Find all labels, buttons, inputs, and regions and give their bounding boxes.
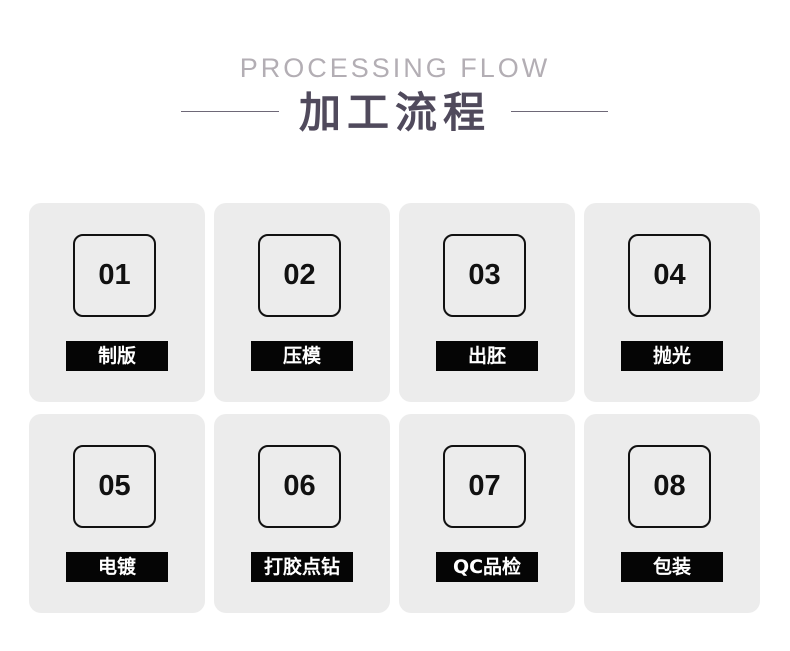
step-label: 打胶点钻 [251, 552, 353, 582]
step-label: 压模 [251, 341, 353, 371]
title-divider-right [511, 111, 608, 112]
process-step-card: 04 抛光 [584, 203, 760, 402]
process-step-card: 02 压模 [214, 203, 390, 402]
process-step-card: 05 电镀 [29, 414, 205, 613]
step-number: 04 [628, 234, 711, 317]
step-number: 07 [443, 445, 526, 528]
process-step-card: 01 制版 [29, 203, 205, 402]
step-label: 电镀 [66, 552, 168, 582]
process-step-card: 07 QC品检 [399, 414, 575, 613]
page-header: PROCESSING FLOW 加工流程 [0, 0, 790, 170]
step-number: 01 [73, 234, 156, 317]
page-subtitle: PROCESSING FLOW [239, 53, 551, 83]
step-number: 05 [73, 445, 156, 528]
process-step-card: 06 打胶点钻 [214, 414, 390, 613]
step-number: 02 [258, 234, 341, 317]
step-number: 06 [258, 445, 341, 528]
step-label: QC品检 [436, 552, 538, 582]
process-step-grid: 01 制版 02 压模 03 出胚 04 抛光 05 电镀 06 打胶点钻 07… [29, 203, 761, 614]
step-number: 03 [443, 234, 526, 317]
step-label: 抛光 [621, 341, 723, 371]
title-divider-left [181, 111, 279, 112]
step-number: 08 [628, 445, 711, 528]
step-label: 制版 [66, 341, 168, 371]
step-label: 出胚 [436, 341, 538, 371]
page-title: 加工流程 [298, 88, 491, 137]
process-step-card: 08 包装 [584, 414, 760, 613]
step-label: 包装 [621, 552, 723, 582]
process-step-card: 03 出胚 [399, 203, 575, 402]
